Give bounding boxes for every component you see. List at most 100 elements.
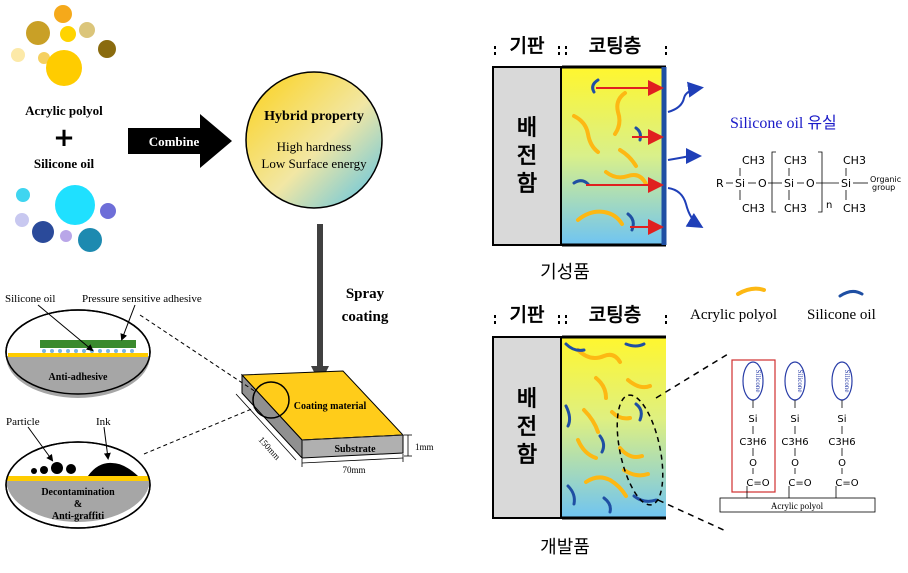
callout-leaders bbox=[139, 314, 257, 455]
top-box-char-1: 배 bbox=[517, 116, 537, 141]
svg-text:Silicone: Silicone bbox=[754, 370, 762, 393]
bottom-substrate-box bbox=[492, 336, 562, 519]
svg-text:group: group bbox=[872, 183, 895, 192]
hybrid-title: Hybrid property bbox=[264, 109, 364, 124]
graft-backbone-label: Acrylic polyol bbox=[771, 501, 824, 511]
graft-structure bbox=[719, 359, 876, 513]
decon-caption-2: & bbox=[74, 499, 82, 510]
dimension-length: 150mm bbox=[257, 435, 283, 462]
svg-text:O: O bbox=[806, 177, 815, 190]
spray-label-1: Spray bbox=[346, 286, 385, 302]
decon-caption-3: Anti-graffiti bbox=[52, 511, 104, 522]
svg-text:CH3: CH3 bbox=[742, 202, 765, 215]
combine-label: Combine bbox=[149, 134, 200, 149]
coating-material-label: Coating material bbox=[294, 401, 367, 412]
top-caption: 기성품 bbox=[540, 262, 590, 283]
bottom-acrylic-chains bbox=[576, 348, 652, 498]
legend-acrylic-swatch bbox=[736, 286, 766, 296]
zoom-leaders bbox=[655, 353, 729, 533]
siloxane-bonds bbox=[726, 151, 868, 213]
siloxane-formula: CH3 CH3 CH3 R Si O Si O Si CH3 CH3 n CH3… bbox=[716, 154, 901, 215]
graft-silicone-labels: Silicone Silicone Silicone bbox=[754, 370, 851, 393]
plus-sign: + bbox=[53, 123, 75, 153]
legend-silicone-swatch bbox=[838, 289, 864, 298]
svg-text:Si: Si bbox=[841, 177, 851, 190]
label-particle: Particle bbox=[6, 416, 40, 428]
hybrid-property-circle bbox=[245, 71, 383, 209]
svg-text:C3H6: C3H6 bbox=[828, 437, 855, 448]
legend-silicone-oil: Silicone oil bbox=[807, 307, 876, 323]
graft-highlight-box bbox=[731, 359, 776, 493]
bottom-box-char-1: 배 bbox=[517, 387, 537, 412]
svg-text:n: n bbox=[826, 200, 832, 211]
hybrid-line-surface-energy: Low Surface energy bbox=[261, 156, 367, 171]
svg-text:Organic: Organic bbox=[870, 175, 901, 184]
bottom-box-char-2: 전 bbox=[517, 415, 537, 440]
svg-text:Si: Si bbox=[735, 177, 745, 190]
svg-text:CH3: CH3 bbox=[843, 154, 866, 167]
dimension-width: 70mm bbox=[342, 465, 365, 475]
dimension-thickness: 1mm bbox=[415, 442, 434, 452]
silicone-oil-dots bbox=[15, 185, 116, 252]
label-ink: Ink bbox=[96, 416, 111, 428]
zoom-ellipse bbox=[616, 394, 664, 506]
svg-text:C=O: C=O bbox=[746, 478, 769, 489]
svg-text:C3H6: C3H6 bbox=[781, 437, 808, 448]
top-panel-headers bbox=[494, 46, 667, 58]
svg-text:O: O bbox=[838, 458, 846, 469]
top-silicone-chains bbox=[572, 78, 642, 232]
svg-text:C=O: C=O bbox=[835, 478, 858, 489]
spray-coating-arrow bbox=[311, 224, 329, 384]
svg-text:Si: Si bbox=[837, 414, 846, 425]
legend-acrylic-polyol: Acrylic polyol bbox=[690, 307, 777, 323]
svg-text:C3H6: C3H6 bbox=[739, 437, 766, 448]
top-substrate-box bbox=[492, 66, 562, 246]
top-leak-arrows bbox=[667, 81, 704, 229]
combine-arrow bbox=[128, 114, 232, 168]
svg-text:Si: Si bbox=[784, 177, 794, 190]
top-box-char-2: 전 bbox=[517, 144, 537, 169]
bottom-header-substrate: 기판 bbox=[510, 304, 545, 326]
top-header-coating: 코팅층 bbox=[589, 35, 641, 57]
dimension-lines bbox=[235, 393, 412, 467]
top-acrylic-chains bbox=[572, 91, 648, 226]
anti-adhesive-caption: Anti-adhesive bbox=[49, 372, 108, 383]
decon-caption-1: Decontamination bbox=[41, 487, 115, 498]
top-box-char-3: 함 bbox=[517, 172, 537, 197]
decontamination-ellipse bbox=[5, 426, 151, 529]
svg-text:Si: Si bbox=[790, 414, 799, 425]
top-header-substrate: 기판 bbox=[510, 35, 545, 57]
svg-text:CH3: CH3 bbox=[784, 154, 807, 167]
svg-text:Si: Si bbox=[748, 414, 757, 425]
svg-text:CH3: CH3 bbox=[843, 202, 866, 215]
bottom-box-char-3: 함 bbox=[517, 443, 537, 468]
coated-plate bbox=[240, 370, 405, 460]
svg-text:C=O: C=O bbox=[788, 478, 811, 489]
svg-text:CH3: CH3 bbox=[742, 154, 765, 167]
bottom-silicone-chains bbox=[564, 342, 658, 514]
bottom-caption: 개발품 bbox=[540, 537, 590, 558]
svg-text:O: O bbox=[758, 177, 767, 190]
top-red-arrows bbox=[586, 80, 664, 235]
acrylic-polyol-dots bbox=[11, 5, 116, 86]
ingredient-acrylic-polyol: Acrylic polyol bbox=[25, 103, 103, 118]
svg-text:Silicone: Silicone bbox=[843, 370, 851, 393]
substrate-label: Substrate bbox=[334, 444, 376, 455]
svg-text:R: R bbox=[716, 177, 724, 190]
ingredient-silicone-oil: Silicone oil bbox=[34, 156, 95, 171]
bottom-coating-layer bbox=[562, 337, 666, 518]
hybrid-line-hardness: High hardness bbox=[277, 139, 352, 154]
svg-text:O: O bbox=[791, 458, 799, 469]
svg-text:CH3: CH3 bbox=[784, 202, 807, 215]
svg-text:Silicone: Silicone bbox=[796, 370, 804, 393]
leak-label: Silicone oil 유실 bbox=[730, 114, 837, 132]
bottom-header-coating: 코팅층 bbox=[589, 304, 641, 326]
graft-atom-labels: Si Si Si C3H6 C3H6 C3H6 O O O C=O C=O C=… bbox=[739, 414, 858, 489]
bottom-panel-headers bbox=[494, 315, 667, 327]
anti-adhesive-ellipse bbox=[5, 304, 151, 398]
label-silicone-oil-small: Silicone oil bbox=[5, 293, 55, 305]
label-psa: Pressure sensitive adhesive bbox=[82, 293, 202, 305]
svg-text:O: O bbox=[749, 458, 757, 469]
spray-label-2: coating bbox=[342, 309, 389, 325]
